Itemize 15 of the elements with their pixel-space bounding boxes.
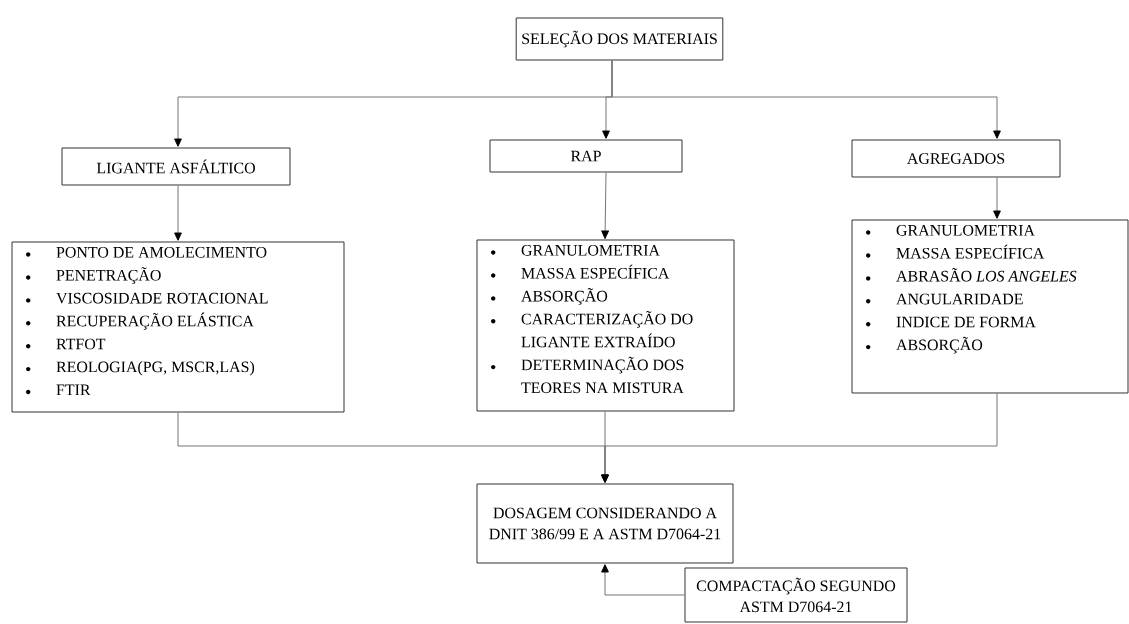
bulleted-list-box: GRANULOMETRIA MASSA ESPECÍFICA ABRASÃO LOS ANGELES ANGULARIDADE INDICE DE FORMA ABSORÇÃO — [851, 219, 1129, 394]
arrow — [601, 564, 685, 596]
process-box: AGREGADOS — [851, 139, 1061, 178]
arrow — [601, 172, 609, 239]
arrow — [601, 393, 998, 483]
process-box: COMPACTAÇÃO SEGUNDO ASTM D7064-21 — [684, 567, 908, 623]
bulleted-list-box: GRANULOMETRIA MASSA ESPECÍFICA ABSORÇÃO CARACTERIZAÇÃO DO LIGANTE EXTRAÍDO DETERMINAÇÃO DOS TEORES NA MISTURA — [476, 239, 735, 412]
process-box: LIGANTE ASFÁLTICO — [61, 147, 291, 186]
arrow — [993, 177, 1001, 219]
process-box: RAP — [489, 139, 683, 173]
arrow — [174, 185, 182, 241]
process-box: DOSAGEM CONSIDERANDO A DNIT 386/99 E A ASTM D7064-21 — [476, 483, 734, 564]
arrow — [611, 60, 1001, 139]
process-box: SELEÇÃO DOS MATERIAIS — [515, 17, 724, 61]
bulleted-list-box: PONTO DE AMOLECIMENTO PENETRAÇÃO VISCOSIDADE ROTACIONAL RECUPERAÇÃO ELÁSTICA RTFOT REOLOGIA(PG, MSCR,LAS) FTIR — [11, 241, 345, 413]
